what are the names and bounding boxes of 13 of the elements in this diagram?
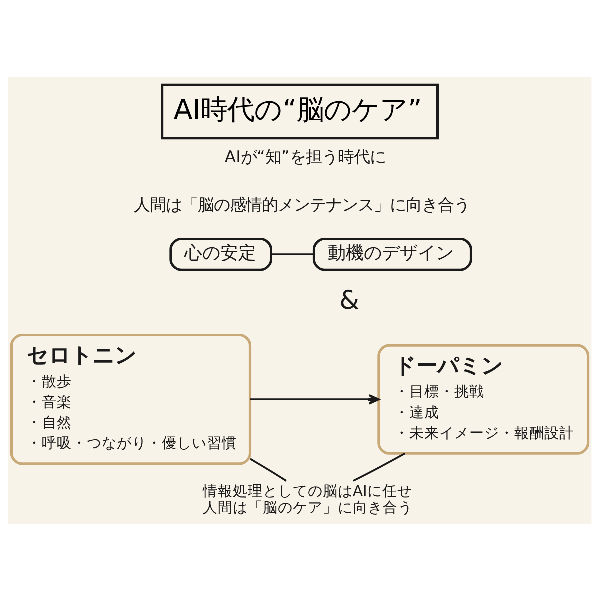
connector bbox=[250, 458, 287, 482]
arrow bbox=[250, 394, 380, 404]
node-box: ドーパミン ・目標・挑戦 ・達成 ・未来イメージ・報酬設計 bbox=[378, 344, 590, 454]
label: AIが“知”を担う時代に bbox=[224, 147, 386, 166]
connector bbox=[271, 253, 314, 256]
node-text: 情報処理としての脳はAIに任せ人間は「脳のケア」に向き合う bbox=[203, 482, 414, 516]
node-box: 心の安定 bbox=[170, 237, 272, 271]
diagram-title: AI時代の“脳のケア” bbox=[174, 94, 422, 126]
node-box: 動機のデザイン bbox=[312, 237, 472, 271]
label: & bbox=[339, 286, 360, 316]
node-box: セロトニン ・散歩 ・音楽 ・自然 ・呼吸・つながり・優しい習慣 bbox=[10, 333, 252, 465]
connector bbox=[353, 452, 406, 482]
label: 人間は「脳の感情的メンテナンス」に向き合う bbox=[134, 195, 470, 214]
